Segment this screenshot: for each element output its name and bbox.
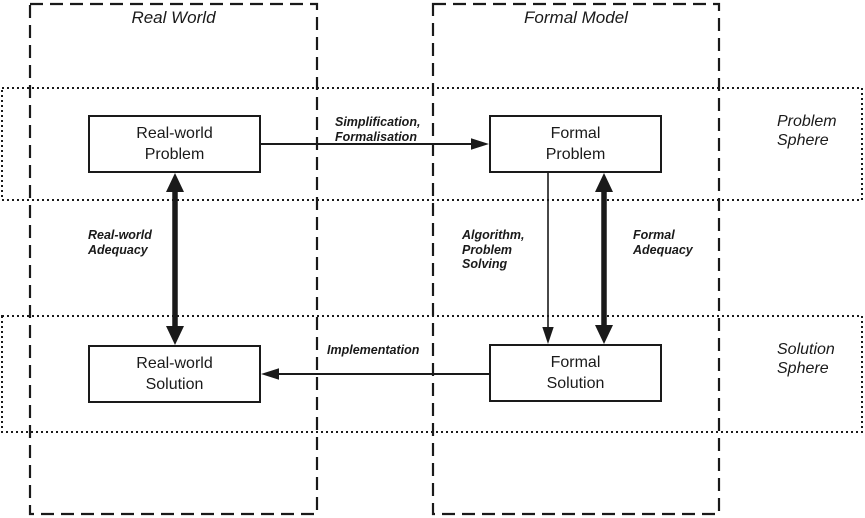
real-world-adequacy-up-arrowhead-icon (166, 173, 184, 192)
formal-adequacy-down-arrowhead-icon (595, 325, 613, 344)
real-world-region-title: Real World (131, 8, 216, 27)
algorithm-arrowhead-icon (542, 327, 554, 344)
solution-sphere-border (1, 315, 863, 433)
implementation-edge-label: Implementation (327, 343, 420, 357)
formal-problem-node: Formal Problem (489, 115, 662, 173)
implementation-arrowhead-icon (261, 368, 279, 380)
real-world-adequacy-down-arrowhead-icon (166, 326, 184, 345)
algorithm-edge-label: Algorithm, Problem Solving (462, 228, 525, 271)
real-world-problem-node: Real-world Problem (88, 115, 261, 173)
real-world-adequacy-edge-label: Real-world Adequacy (88, 228, 152, 257)
real-world-solution-node: Real-world Solution (88, 345, 261, 403)
simplification-arrowhead-icon (471, 138, 489, 150)
problem-sphere-border (1, 87, 863, 201)
formal-adequacy-up-arrowhead-icon (595, 173, 613, 192)
formal-adequacy-edge-label: Formal Adequacy (633, 228, 693, 257)
formal-solution-node: Formal Solution (489, 344, 662, 402)
formal-model-region-title: Formal Model (524, 8, 628, 27)
real-world-region-border (28, 2, 319, 516)
solution-sphere-label: Solution Sphere (777, 341, 835, 377)
simplification-edge-label: Simplification, Formalisation (335, 115, 421, 144)
formal-model-region-border (431, 2, 721, 516)
problem-sphere-label: Problem Sphere (777, 113, 837, 149)
